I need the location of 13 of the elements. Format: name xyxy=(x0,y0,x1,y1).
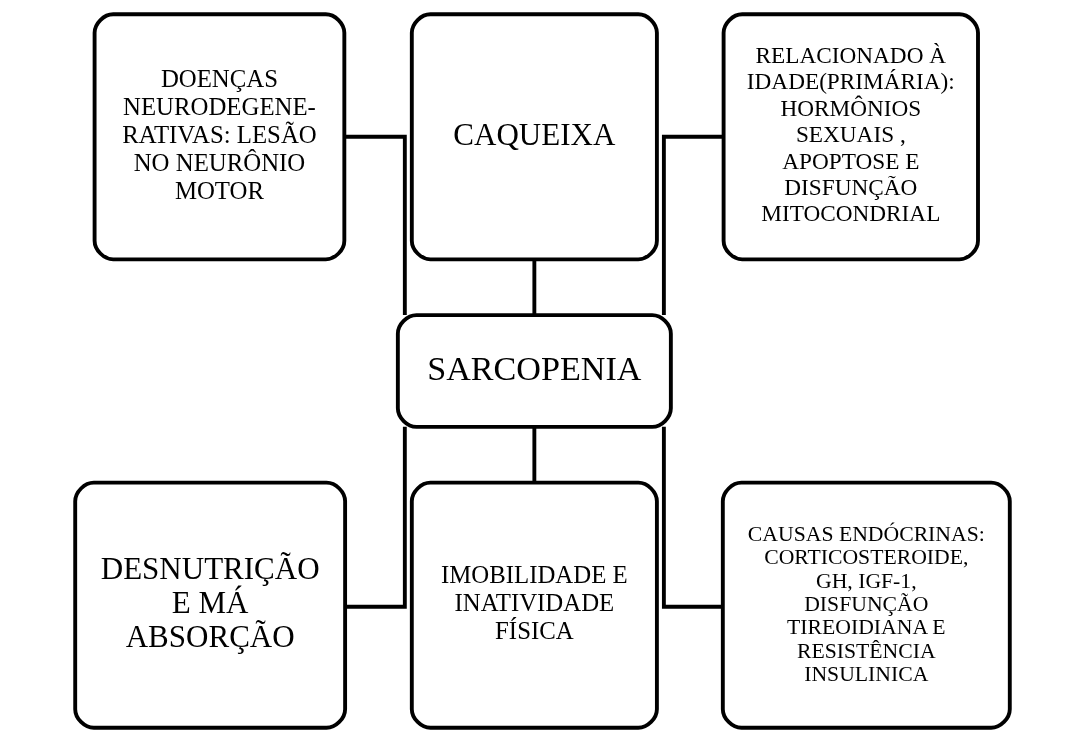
connector xyxy=(345,426,407,609)
connector xyxy=(661,134,724,315)
connector xyxy=(344,134,407,315)
node-box: DOENÇAS NEURODEGENE-RATIVAS: LESÃO NO NEURÔNIO MOTOR xyxy=(92,12,347,262)
node-box: CAUSAS ENDÓCRINAS: CORTICOSTEROIDE, GH, IGF-1, DISFUNÇÃO TIREOIDIANA E RESISTÊNCIA INSULINICA xyxy=(720,480,1012,730)
connector xyxy=(532,427,537,483)
node-box: IMOBILIDADE E INATIVIDADE FÍSICA xyxy=(409,480,659,730)
node-box: DESNUTRIÇÃO E MÁ ABSORÇÃO xyxy=(73,480,348,730)
connector xyxy=(532,259,537,316)
node-box: SARCOPENIA xyxy=(395,313,673,429)
connector xyxy=(661,426,723,609)
node-box: RELACIONADO À IDADE(PRIMÁRIA): HORMÔNIOS SEXUAIS , APOPTOSE E DISFUNÇÃO MITOCONDRIAL xyxy=(721,12,980,262)
node-box: CAQUEIXA xyxy=(409,12,659,262)
